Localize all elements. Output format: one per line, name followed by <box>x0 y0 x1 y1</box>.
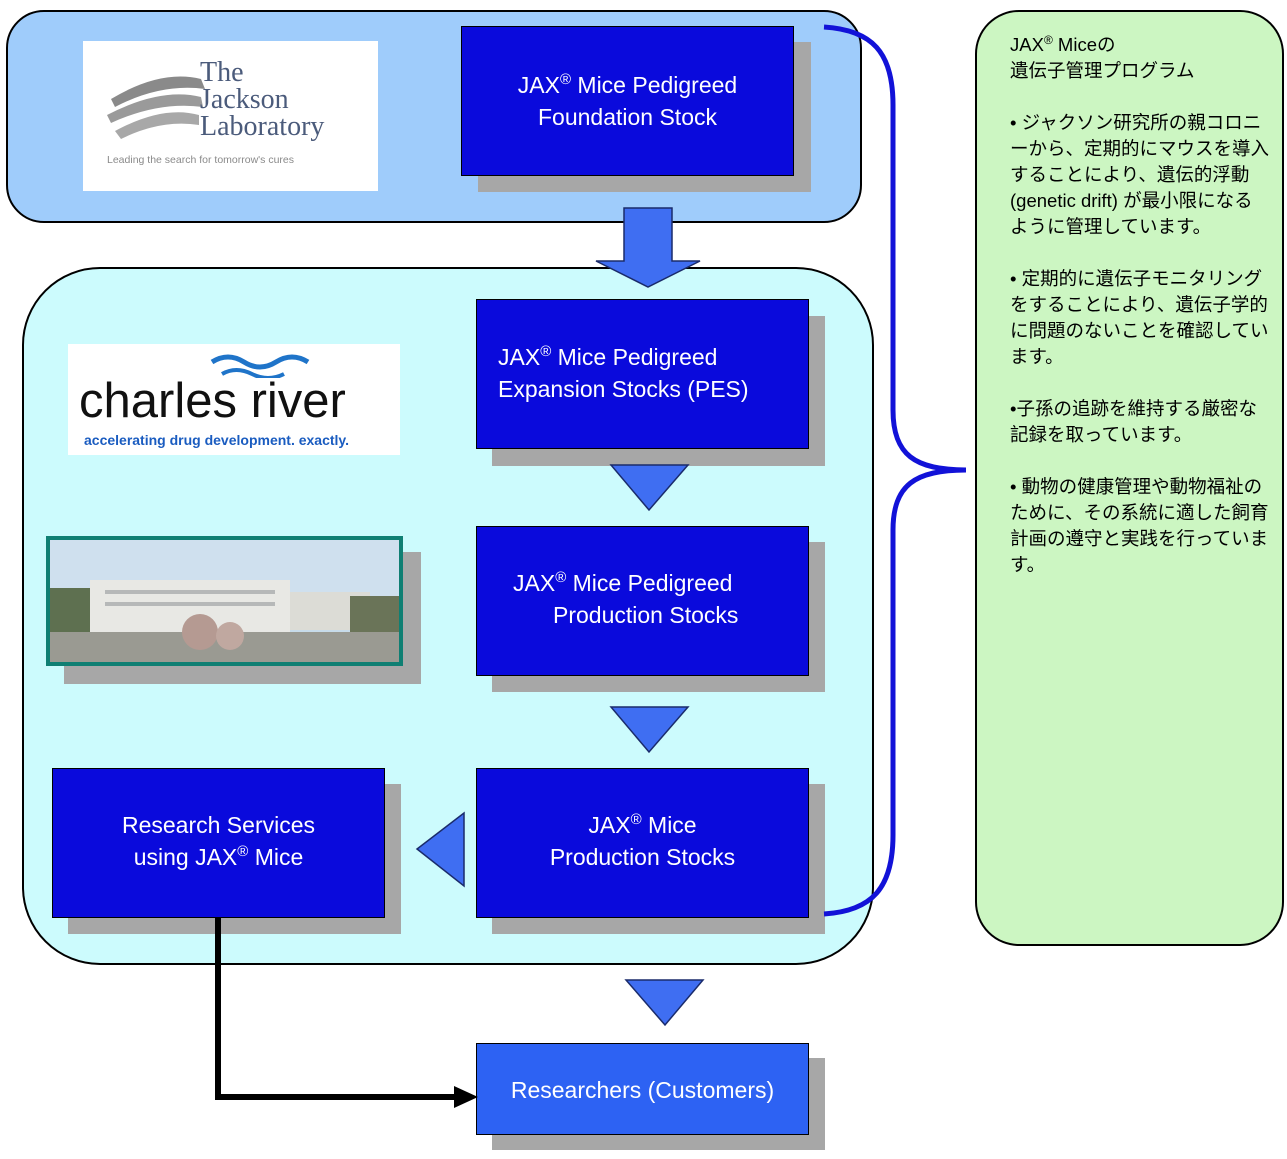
notes-bullet-1: • ジャクソン研究所の親コロニーから、定期的にマウスを導入することにより、遺伝的… <box>1010 112 1270 237</box>
expansion-reg: ® <box>540 343 552 360</box>
triangle-down-icon-2 <box>609 706 690 754</box>
services-reg: ® <box>237 843 249 860</box>
triangle-down-icon-1 <box>609 464 690 512</box>
expansion-brand: JAX <box>498 344 541 370</box>
expansion-line1: Mice Pedigreed <box>551 344 718 370</box>
services-line1: Research Services <box>121 812 316 838</box>
notes-title-brand: JAX <box>1010 34 1044 55</box>
jackson-logo-line2: Jackson <box>200 84 289 115</box>
expansion-stocks-box: JAX® Mice Pedigreed Expansion Stocks (PE… <box>476 299 809 449</box>
services-line2: using JAX <box>133 844 238 870</box>
research-services-box: Research Services using JAX® Mice <box>52 768 385 918</box>
foundation-brand: JAX <box>517 72 560 98</box>
genetic-management-notes: JAX® Miceの 遺伝子管理プログラム • ジャクソン研究所の親コロニーから… <box>975 10 1284 946</box>
facility-building-photo-icon <box>50 540 399 662</box>
services-line2-post: Mice <box>248 844 304 870</box>
production-reg: ® <box>630 811 642 828</box>
production-line1: Mice <box>641 812 697 838</box>
connector-line <box>215 918 456 1100</box>
production-ped-line1: Mice Pedigreed <box>566 570 733 596</box>
wave-icon <box>210 354 310 378</box>
production-ped-brand: JAX <box>513 570 556 596</box>
researchers-box: Researchers (Customers) <box>476 1043 809 1135</box>
facility-photo <box>46 536 403 666</box>
arrow-head-right-icon <box>454 1086 478 1108</box>
block-arrow-down-icon <box>595 207 701 288</box>
production-ped-line2: Production Stocks <box>553 602 739 628</box>
curly-bracket-icon <box>823 24 967 917</box>
notes-title-line2: 遺伝子管理プログラム <box>1010 60 1195 81</box>
notes-title-reg: ® <box>1043 33 1053 47</box>
production-line2: Production Stocks <box>549 844 736 870</box>
researchers-label: Researchers (Customers) <box>510 1077 775 1103</box>
foundation-line2: Foundation Stock <box>537 104 717 130</box>
jackson-logo-tagline: Leading the search for tomorrow's cures <box>107 154 295 166</box>
triangle-left-icon <box>415 811 465 888</box>
jackson-logo-line1: The <box>200 57 244 88</box>
charles-river-logo: charles river accelerating drug developm… <box>68 344 400 455</box>
notes-bullet-2: • 定期的に遺伝子モニタリングをすることにより、遺伝子学的に問題のないことを確認… <box>1010 268 1269 367</box>
foundation-line1: Mice Pedigreed <box>571 72 738 98</box>
foundation-reg: ® <box>559 71 572 88</box>
triangle-down-icon-3 <box>624 979 705 1027</box>
production-ped-reg: ® <box>555 569 567 586</box>
notes-title-rest: Miceの <box>1052 34 1116 55</box>
charles-river-name: charles river <box>79 374 346 428</box>
foundation-stock-box: JAX® Mice Pedigreed Foundation Stock <box>461 26 794 176</box>
jackson-laboratory-logo: The Jackson Laboratory Leading the searc… <box>83 41 378 191</box>
notes-bullet-4: • 動物の健康管理や動物福祉のために、その系統に適した飼育計画の遵守と実践を行っ… <box>1010 476 1269 575</box>
jackson-logo-line3: Laboratory <box>200 111 325 142</box>
notes-bullet-3: •子孫の追跡を維持する厳密な記録を取っています。 <box>1010 398 1257 445</box>
charles-river-tagline: accelerating drug development. exactly. <box>84 432 350 448</box>
swoosh-icon <box>107 76 205 139</box>
production-pedigreed-box: JAX® Mice Pedigreed Production Stocks <box>476 526 809 676</box>
production-stocks-box: JAX® Mice Production Stocks <box>476 768 809 918</box>
production-brand: JAX <box>588 812 631 838</box>
expansion-line2: Expansion Stocks (PES) <box>498 376 749 402</box>
